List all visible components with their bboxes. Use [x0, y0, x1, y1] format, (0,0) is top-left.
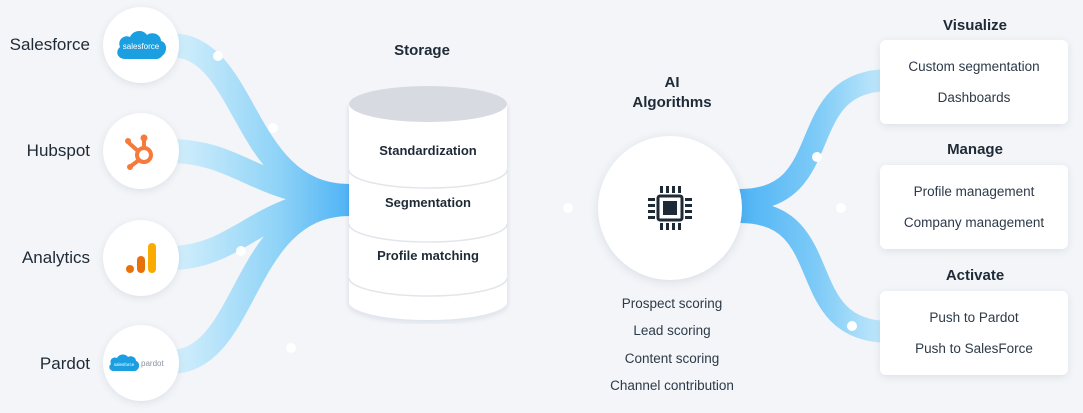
source-icon-circle: salesforce — [103, 7, 179, 83]
visualize-item: Custom segmentation — [908, 59, 1040, 74]
salesforce-cloud-icon: salesforce — [117, 31, 167, 59]
ai-title-line2: Algorithms — [632, 94, 712, 111]
pardot-stream — [158, 192, 362, 374]
activate-title: Activate — [945, 267, 1005, 284]
flow-dot — [812, 152, 822, 162]
ai-title-line1: AI — [664, 74, 680, 91]
manage-item: Company management — [903, 215, 1045, 230]
activate-item: Push to Pardot — [929, 310, 1019, 325]
source-icon-circle: salesforce pardot — [103, 325, 179, 401]
source-label: Salesforce — [9, 35, 90, 54]
google-analytics-bars-icon — [126, 243, 156, 273]
visualize-card: Custom segmentation Dashboards — [880, 40, 1068, 124]
storage-title: Storage — [394, 42, 450, 59]
source-label: Analytics — [21, 248, 90, 267]
storage-layer: Standardization — [379, 143, 477, 158]
manage-item: Profile management — [913, 184, 1035, 199]
ai-output-item: Channel contribution — [610, 378, 734, 393]
source-streams — [158, 33, 362, 374]
salesforce-pardot-icon: salesforce pardot — [109, 354, 164, 371]
output-streams — [729, 69, 901, 343]
storage-database-icon — [348, 86, 508, 320]
flow-dot — [836, 203, 846, 213]
source-icon-circle — [103, 220, 179, 296]
storage-layer: Profile matching — [377, 248, 479, 263]
ai-chip-circle — [598, 136, 742, 280]
activate-item: Push to SalesForce — [915, 341, 1033, 356]
ai-output-item: Content scoring — [624, 351, 720, 366]
visualize-stream — [729, 69, 901, 211]
salesforce-logo-text: salesforce — [123, 42, 160, 51]
source-label: Pardot — [39, 354, 90, 373]
flow-dot — [286, 343, 296, 353]
manage-card: Profile management Company management — [880, 165, 1068, 249]
activate-stream — [729, 201, 901, 343]
flow-dots — [213, 51, 857, 353]
ai-output-item: Prospect scoring — [621, 296, 723, 311]
chip-icon — [648, 186, 692, 230]
pardot-logo-salesforce-text: salesforce — [114, 362, 135, 367]
flow-dot — [847, 321, 857, 331]
pardot-logo-text: pardot — [141, 359, 164, 368]
flow-dot — [268, 123, 278, 133]
source-icon-circle — [103, 113, 179, 189]
flow-dot — [563, 203, 573, 213]
manage-title: Manage — [947, 141, 1003, 158]
visualize-item: Dashboards — [937, 90, 1011, 105]
flow-dot — [213, 51, 223, 61]
hubspot-sprocket-icon — [125, 134, 153, 170]
ai-output-item: Lead scoring — [633, 323, 711, 338]
activate-card: Push to Pardot Push to SalesForce — [880, 291, 1068, 375]
storage-layer: Segmentation — [385, 195, 471, 210]
flow-dot — [236, 246, 246, 256]
source-label: Hubspot — [26, 141, 90, 160]
visualize-title: Visualize — [943, 17, 1007, 34]
